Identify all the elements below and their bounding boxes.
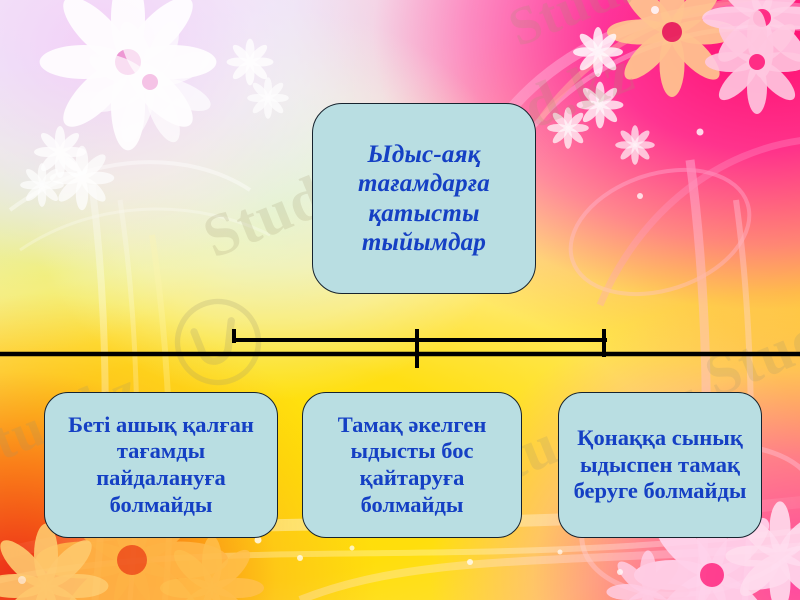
leaf-node-label: Беті ашық қалған тағамды пайдалануға бол… xyxy=(68,411,254,517)
root-node-ydys-ayak-tagamdarga-katysty-tyiymdar[interactable]: Ыдыс-аяқ тағамдарға қатысты тыйымдар xyxy=(312,103,536,294)
leaf-node-beti-ashyk[interactable]: Беті ашық қалған тағамды пайдалануға бол… xyxy=(44,392,278,538)
leaf-node-konakka-synyk[interactable]: Қонаққа сынық ыдыспен тамақ беруге болма… xyxy=(558,392,762,538)
watermark-text: Stud.kz xyxy=(500,0,693,59)
root-node-label: Ыдыс-аяқ тағамдарға қатысты тыйымдар xyxy=(358,140,490,257)
leaf-node-tamak-akelgen[interactable]: Тамақ әкелген ыдысты бос қайтаруға болма… xyxy=(302,392,522,538)
leaf-node-label: Қонаққа сынық ыдыспен тамақ беруге болма… xyxy=(573,425,747,504)
watermark-logo-icon xyxy=(174,298,262,386)
leaf-node-label: Тамақ әкелген ыдысты бос қайтаруға болма… xyxy=(337,411,487,517)
